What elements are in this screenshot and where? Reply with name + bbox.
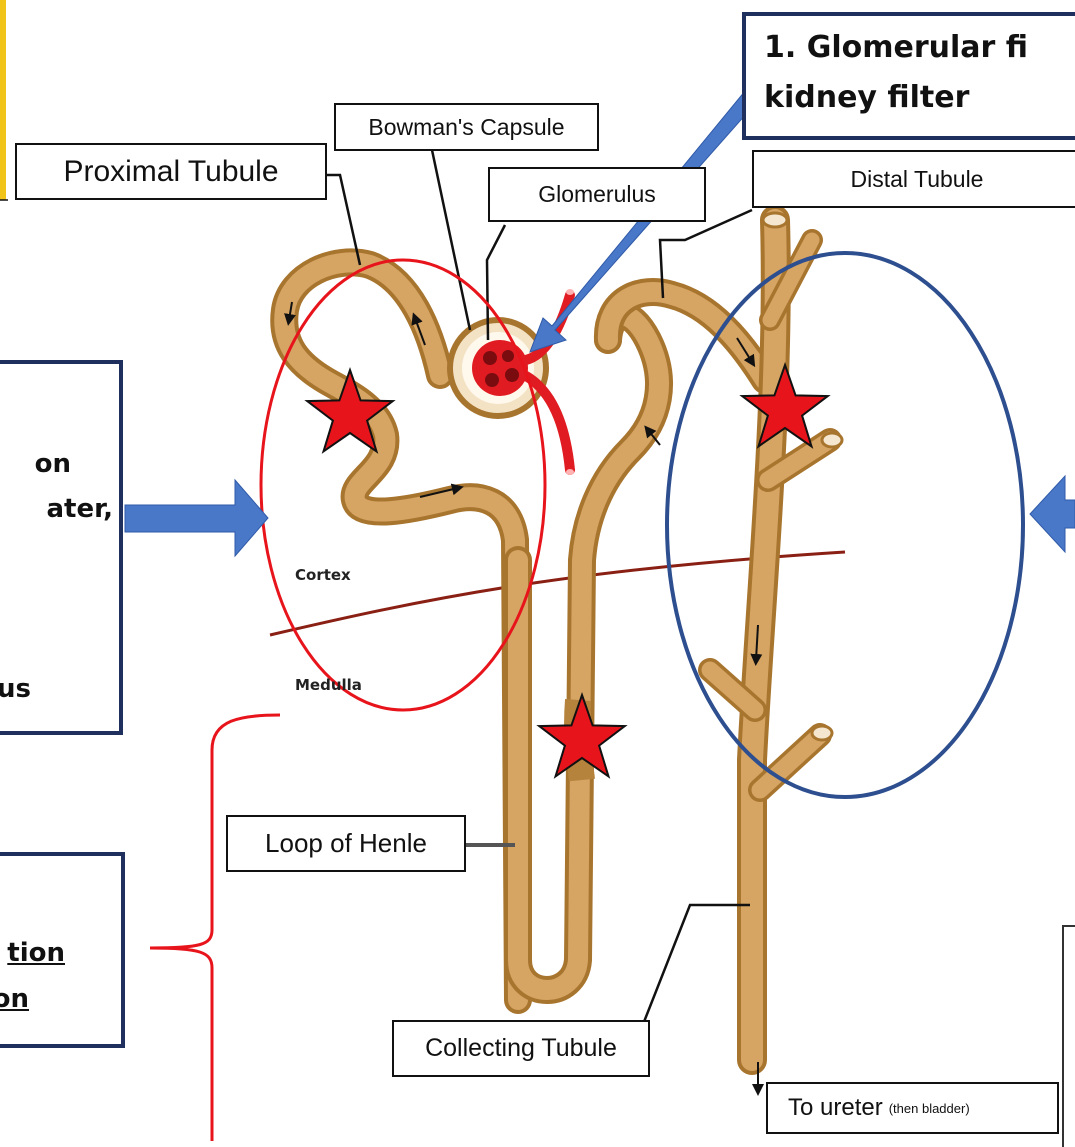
- label-glomerulus: Glomerulus: [488, 167, 706, 222]
- glomerulus-shape: [472, 340, 528, 396]
- callout-left-bottom-line1: tion: [7, 938, 65, 968]
- right-edge-panel: [1062, 925, 1075, 1147]
- yellow-edge-accent: [0, 0, 6, 200]
- label-to-ureter: To ureter (then bladder): [766, 1082, 1059, 1134]
- label-proximal-tubule-text: Proximal Tubule: [63, 155, 278, 189]
- cortex-label: Cortex: [295, 566, 351, 584]
- label-proximal-tubule: Proximal Tubule: [15, 143, 327, 200]
- label-bowmans-capsule: Bowman's Capsule: [334, 103, 599, 151]
- label-to-ureter-note: (then bladder): [889, 1101, 970, 1116]
- callout-left-top-line1: on: [35, 449, 71, 479]
- label-bowmans-capsule-text: Bowman's Capsule: [368, 114, 564, 141]
- callout-glomerular-line2: kidney filter: [764, 80, 969, 115]
- label-distal-tubule-text: Distal Tubule: [851, 166, 984, 193]
- medulla-label: Medulla: [295, 676, 362, 694]
- label-glomerulus-text: Glomerulus: [538, 181, 656, 208]
- callout-glomerular-filtration: 1. Glomerular fi kidney filter: [742, 12, 1075, 140]
- callout-left-top: on ater, us: [0, 360, 123, 735]
- label-collecting-tubule: Collecting Tubule: [392, 1020, 650, 1077]
- label-loop-of-henle-text: Loop of Henle: [265, 828, 427, 859]
- label-collecting-tubule-text: Collecting Tubule: [425, 1034, 617, 1063]
- callout-left-bottom-line2: on: [0, 984, 29, 1014]
- label-to-ureter-text: To ureter: [788, 1094, 883, 1122]
- callout-glomerular-line1: 1. Glomerular fi: [764, 30, 1028, 65]
- medulla-bracket: [150, 715, 280, 1141]
- callout-left-top-line2: ater,: [47, 494, 114, 524]
- callout-left-top-line3: us: [0, 674, 31, 704]
- callout-left-bottom: tion on: [0, 852, 125, 1048]
- label-distal-tubule: Distal Tubule: [752, 150, 1075, 208]
- arrow-icon: [1030, 476, 1075, 552]
- arrow-icon: [125, 480, 268, 556]
- label-loop-of-henle: Loop of Henle: [226, 815, 466, 872]
